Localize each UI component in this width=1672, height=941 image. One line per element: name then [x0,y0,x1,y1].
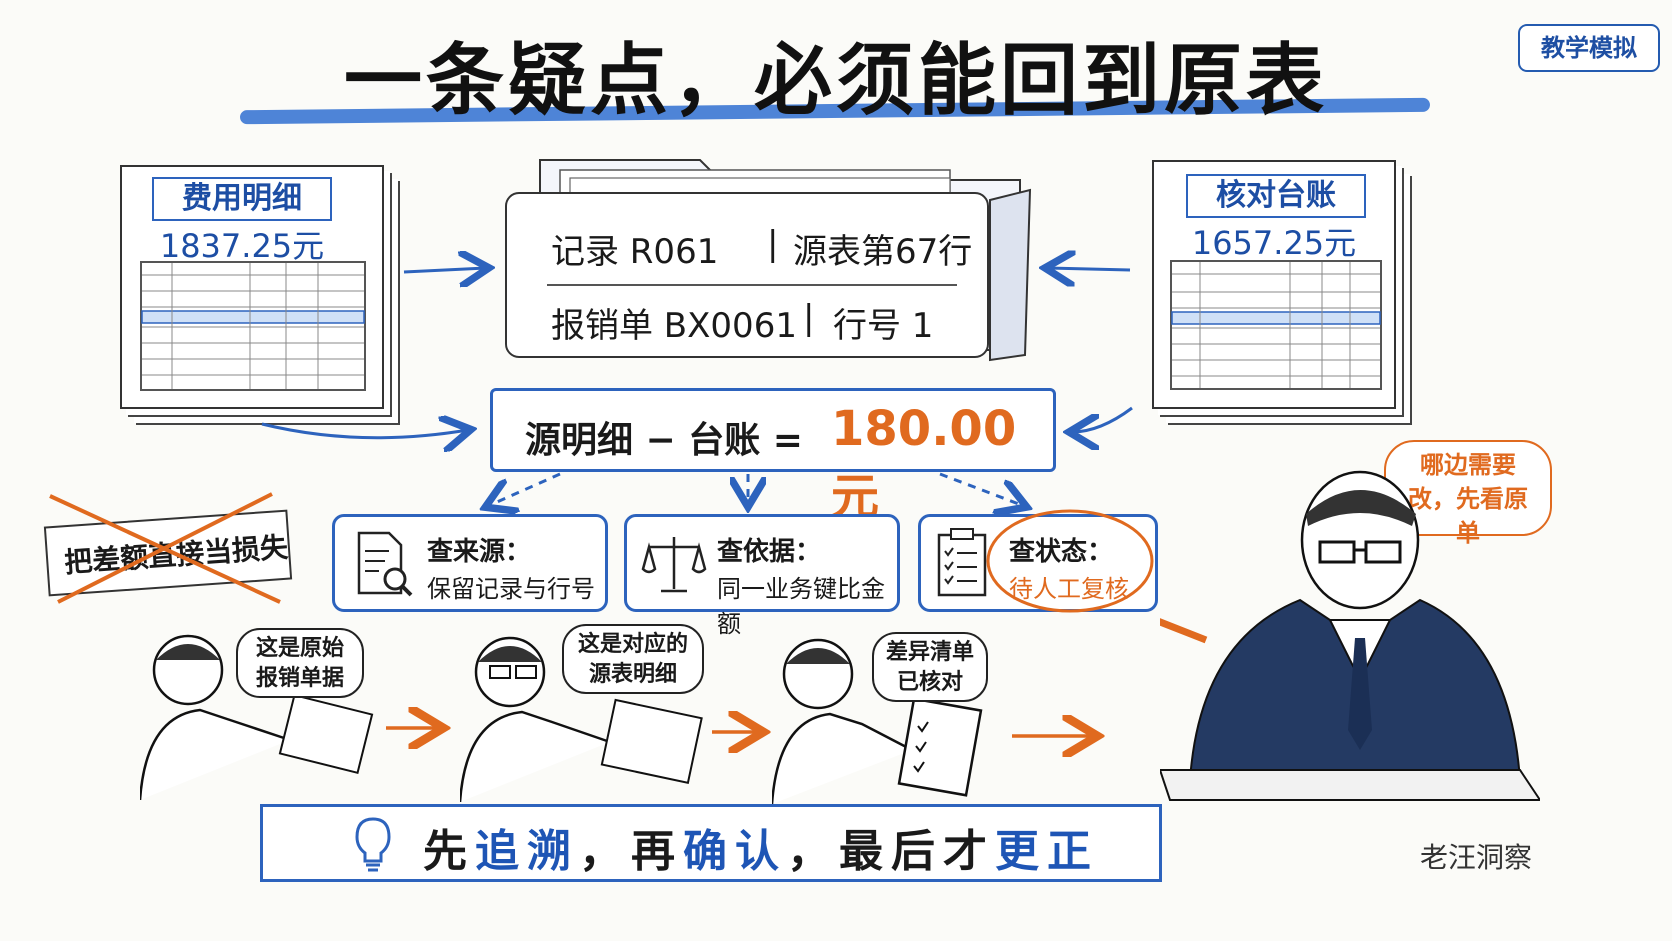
line-number: 行号 1 [833,306,934,346]
cross-out-icon [49,492,281,604]
speech-bubble: 差异清单已核对 [872,632,988,702]
manager-speech-text: 哪边需要改，先看原单 [1408,451,1528,547]
expense-table-grid [140,261,366,391]
speech-text: 这是对应的源表明细 [577,632,688,687]
record-id: 记录 R061 [551,232,719,272]
check-sub: 保留记录与行号 [427,575,595,603]
principle-banner: 先追溯，再确认，最后才更正 [260,804,1162,882]
difference-formula-box: 源明细 − 台账 = 180.00元 [490,388,1056,525]
principle-keyword-confirm: 确认 [683,826,787,877]
worker-with-source-detail [460,636,703,802]
sheet-title: 费用明细 [152,177,332,221]
ledger-table-grid [1170,260,1382,390]
formula-text: 源明细 − 台账 = [525,420,803,461]
check-title: 查来源： [427,537,532,567]
balance-scale-icon [641,537,707,593]
principle-part: ，最后才 [787,826,995,877]
check-title: 查状态： [1009,537,1114,567]
worker-with-checklist [772,638,983,804]
document-search-icon [357,531,413,597]
speech-text: 差异清单已核对 [885,640,974,695]
teaching-badge: 教学模拟 [1518,24,1660,72]
sheet-amount: 1837.25元 [159,227,325,265]
worker-with-receipt [140,634,374,800]
page-title: 一条疑点，必须能回到原表 [343,36,1328,126]
verification-ledger-sheet: 核对台账 1657.25元 [1152,160,1396,409]
check-basis-card: 查依据： 同一业务键比金额 [624,514,900,638]
author-signature: 老汪洞察 [1420,841,1533,874]
record-separator: | [803,298,815,338]
principle-keyword-trace: 追溯 [475,826,579,877]
lightbulb-icon [355,817,391,872]
check-title: 查依据： [717,537,822,567]
orange-highlight-circle [986,509,1154,613]
principle-part: ，再 [579,826,683,877]
principle-part: 先 [423,826,475,877]
record-divider [547,284,957,286]
reimbursement-id: 报销单 BX0061 [551,306,797,346]
check-sub: 同一业务键比金额 [717,575,885,638]
speech-bubble: 这是对应的源表明细 [562,624,704,694]
check-source-card: 查来源： 保留记录与行号 [332,514,608,612]
clipboard-checklist-icon [937,528,987,597]
speech-bubble: 这是原始报销单据 [236,628,364,698]
reviewer-illustration [1160,470,1540,801]
record-separator: | [767,224,779,264]
expense-detail-sheet: 费用明细 1837.25元 [120,165,384,409]
sheet-amount: 1657.25元 [1191,224,1357,262]
check-sub-pending: 待人工复核 [1009,575,1129,603]
record-source-row: 源表第67行 [793,232,973,272]
record-card: 记录 R061 | 源表第67行 报销单 BX0061 | 行号 1 [505,192,989,358]
speech-text: 这是原始报销单据 [255,636,344,691]
sheet-title: 核对台账 [1186,174,1366,218]
principle-text: 先追溯，再确认，最后才更正 [423,815,1099,879]
principle-keyword-correct: 更正 [995,826,1099,877]
